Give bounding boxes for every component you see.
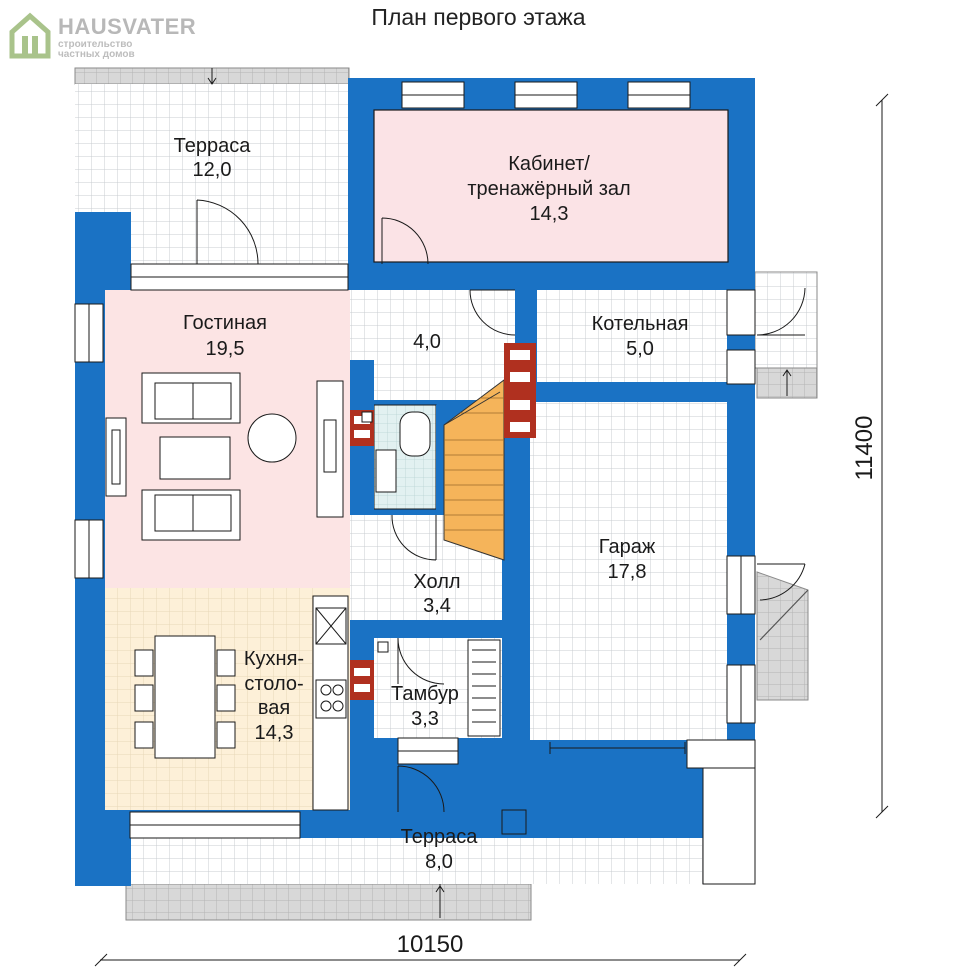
garage-area: 17,8 [608,561,647,583]
office-area: 14,3 [530,203,569,225]
garage-name: Гараж [599,536,656,558]
terrace-bottom-floor [130,838,755,884]
bathroom-fixtures [361,411,431,493]
doors [196,199,806,813]
office-name-line1: Кабинет/ [508,153,590,175]
height-dimension-line [875,93,889,819]
bottom-terrace-step [125,883,532,921]
brand-tagline-1: строительство [58,39,133,50]
page-title: План первого этажа [371,4,586,30]
garage-gate-area [702,767,756,885]
living-room-furniture [105,372,344,541]
width-dimension: 10150 [397,931,464,958]
hall-name: Холл [413,571,460,593]
terrace-bottom-area: 8,0 [425,851,453,873]
office-floor [373,109,729,263]
kitchen-name-line1: Кухня- [244,648,304,670]
vestibule-name: Тамбур [391,683,459,705]
wardrobe [467,639,501,737]
house-logo-icon [9,12,51,59]
height-dimension: 11400 [851,416,878,481]
corridor-area: 4,0 [413,331,441,353]
boiler-name: Котельная [592,313,689,335]
garage-floor [530,402,727,740]
brand-name: HAUSVATER [58,14,197,39]
boiler-side-porch [754,271,818,369]
corridor-floor [350,290,515,360]
living-area: 19,5 [206,338,245,360]
boiler-area: 5,0 [626,338,654,360]
living-name: Гостиная [183,312,267,334]
terrace-top-name: Терраса [174,135,252,157]
kitchen-name-line2: столо- [244,673,303,695]
office-name-line2: тренажёрный зал [467,178,630,200]
width-dimension-line [94,953,747,967]
brand-tagline-2: частных домов [58,49,135,60]
hall-area: 3,4 [423,595,451,617]
brand-logo: HAUSVATER строительство частных домов [8,10,208,70]
vestibule-area: 3,3 [411,708,439,730]
kitchen-area: 14,3 [255,722,294,744]
terrace-bottom-name: Терраса [401,826,479,848]
kitchen-furniture [134,595,349,811]
terrace-top-area: 12,0 [193,159,232,181]
boiler-room-floor [537,290,727,382]
kitchen-name-line3: вая [258,697,290,719]
